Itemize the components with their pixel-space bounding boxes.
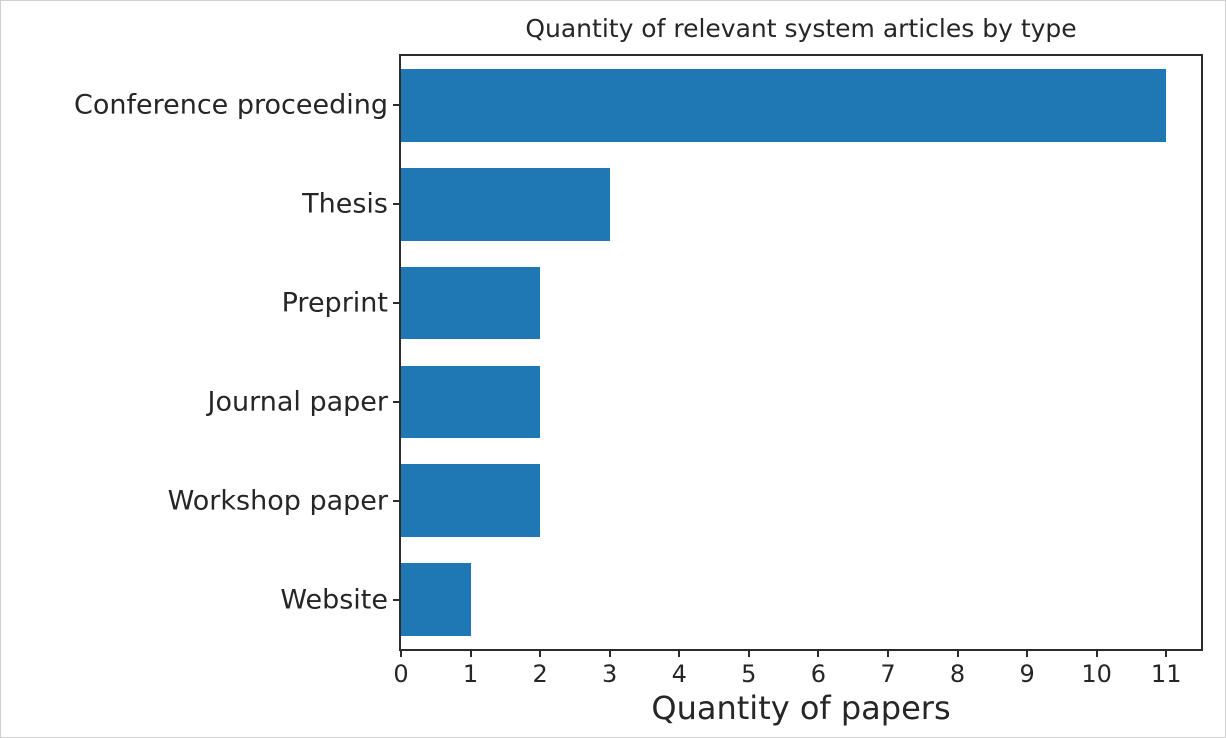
x-tick-mark <box>817 649 820 657</box>
x-tick-mark <box>608 649 611 657</box>
x-tick-label-7: 7 <box>880 660 896 688</box>
y-tick-label-website: Website <box>280 584 388 616</box>
x-tick-label-1: 1 <box>462 660 479 688</box>
x-tick-label-2: 2 <box>532 660 548 688</box>
bar-website[interactable] <box>401 563 471 636</box>
bar-conference-proceeding[interactable] <box>401 69 1167 142</box>
bar-row <box>401 464 1201 538</box>
y-tick-mark <box>393 302 401 305</box>
bar-row <box>401 365 1201 439</box>
x-tick-mark <box>747 649 750 657</box>
x-tick-label-5: 5 <box>741 660 757 688</box>
x-tick-mark <box>539 649 542 657</box>
y-tick-mark <box>393 400 401 403</box>
bar-preprint[interactable] <box>401 266 541 340</box>
y-tick-mark <box>393 203 401 206</box>
y-tick-mark <box>393 104 401 107</box>
y-tick-label-thesis: Thesis <box>302 188 388 220</box>
bar-row <box>401 69 1201 142</box>
y-tick-label-journal-paper: Journal paper <box>207 386 389 418</box>
bar-row <box>401 266 1201 340</box>
bar-workshop-paper[interactable] <box>401 464 541 538</box>
x-tick-label-8: 8 <box>949 660 966 688</box>
bar-thesis[interactable] <box>401 167 610 241</box>
y-tick-label-conference-proceeding: Conference proceeding <box>74 89 388 121</box>
x-tick-label-6: 6 <box>810 660 827 688</box>
bar-row <box>401 167 1201 241</box>
x-tick-mark <box>956 649 959 657</box>
x-tick-mark <box>886 649 889 657</box>
x-tick-label-10: 10 <box>1081 660 1112 688</box>
y-tick-mark <box>393 598 401 601</box>
x-tick-label-0: 0 <box>393 660 409 688</box>
x-axis-label: Quantity of papers <box>651 689 951 727</box>
x-tick-mark <box>1165 649 1168 657</box>
y-tick-label-preprint: Preprint <box>281 287 388 319</box>
x-tick-label-11: 11 <box>1150 660 1182 688</box>
x-tick-mark <box>469 649 472 657</box>
bar-journal-paper[interactable] <box>401 365 541 439</box>
x-tick-mark <box>678 649 681 657</box>
x-tick-label-4: 4 <box>671 660 687 688</box>
x-tick-mark <box>1095 649 1098 657</box>
chart-title: Quantity of relevant system articles by … <box>525 14 1077 43</box>
y-tick-label-workshop-paper: Workshop paper <box>167 485 388 517</box>
x-tick-label-3: 3 <box>602 660 618 688</box>
plot-area <box>401 56 1201 649</box>
x-tick-mark <box>1026 649 1029 657</box>
bar-row <box>401 563 1201 636</box>
x-tick-mark <box>400 649 402 657</box>
x-tick-label-9: 9 <box>1019 660 1035 688</box>
y-tick-mark <box>393 499 401 502</box>
